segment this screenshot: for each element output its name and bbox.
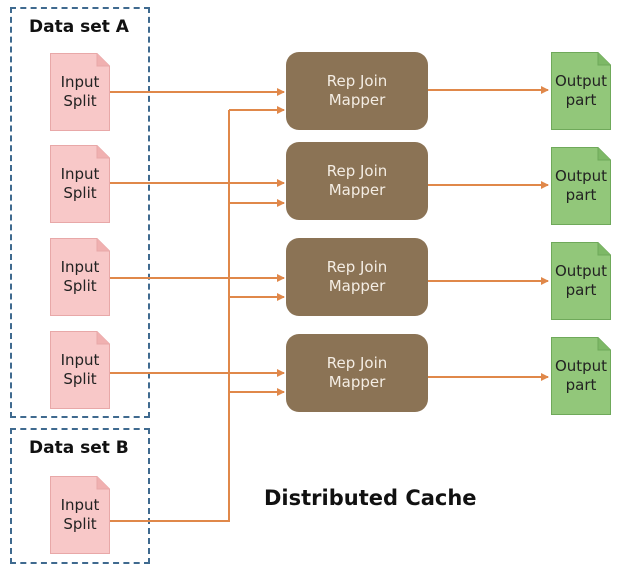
mapper-label: Mapper <box>328 277 386 295</box>
rep-join-mapper-2: Rep Join Mapper <box>286 142 428 220</box>
mapper-label: Mapper <box>328 91 386 109</box>
mapper-label: Mapper <box>328 181 386 199</box>
output-part-label: part <box>565 376 597 394</box>
input-split-label: Split <box>63 370 97 388</box>
dataset-b-title: Data set B <box>29 438 129 458</box>
mapper-label: Rep Join <box>326 162 388 180</box>
rep-join-mapper-1: Rep Join Mapper <box>286 52 428 130</box>
output-part-label: Output <box>554 262 608 280</box>
input-split-label: Split <box>63 92 97 110</box>
input-split-label: Input <box>60 351 100 369</box>
output-part-label: part <box>565 281 597 299</box>
mapper-label: Mapper <box>328 373 386 391</box>
input-split-label: Input <box>60 258 100 276</box>
rep-join-mapper-3: Rep Join Mapper <box>286 238 428 316</box>
output-part-label: Output <box>554 167 608 185</box>
mapper-label: Rep Join <box>326 354 388 372</box>
cache-trunk <box>110 110 230 522</box>
input-split-label: Input <box>60 496 100 514</box>
input-split-label: Input <box>60 73 100 91</box>
distributed-cache-caption: Distributed Cache <box>264 486 477 510</box>
rep-join-mapper-4: Rep Join Mapper <box>286 334 428 412</box>
output-part-label: Output <box>554 357 608 375</box>
input-split-label: Split <box>63 277 97 295</box>
input-split-label: Split <box>63 184 97 202</box>
dataset-a-group <box>10 7 150 418</box>
output-part-label: part <box>565 91 597 109</box>
output-part-label: Output <box>554 72 608 90</box>
input-split-label: Split <box>63 515 97 533</box>
mapper-label: Rep Join <box>326 258 388 276</box>
input-split-label: Input <box>60 165 100 183</box>
output-part-label: part <box>565 186 597 204</box>
dataset-b-group <box>10 428 150 564</box>
mapper-label: Rep Join <box>326 72 388 90</box>
dataset-a-title: Data set A <box>29 17 129 37</box>
